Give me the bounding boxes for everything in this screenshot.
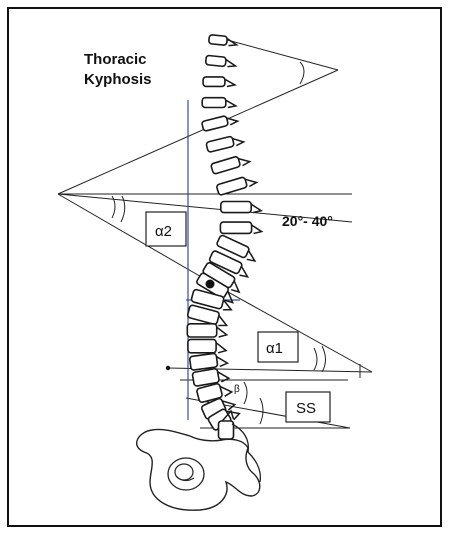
beta-label: β [234, 384, 240, 395]
vertebra [211, 153, 251, 174]
title-line-2: Kyphosis [84, 71, 152, 88]
alpha1-label: α1 [266, 340, 283, 357]
vertebra [188, 339, 226, 352]
vertebra [221, 202, 261, 213]
vertebra [201, 113, 238, 131]
vertebra [202, 98, 236, 108]
angle-range-label: 20°- 40° [282, 213, 333, 229]
vertebra [189, 352, 227, 370]
vertebra [203, 77, 235, 87]
vertebra [216, 174, 257, 196]
alpha2-label: α2 [155, 223, 172, 240]
vertebra [205, 55, 236, 67]
title-line-1: Thoracic [84, 51, 147, 68]
vertebra [209, 35, 238, 47]
vertebral-column [187, 35, 262, 439]
vertebra [206, 134, 244, 153]
vertebra [220, 222, 261, 233]
inflection-point [206, 280, 215, 289]
ss-label: SS [296, 400, 316, 417]
pelvis [137, 424, 261, 510]
